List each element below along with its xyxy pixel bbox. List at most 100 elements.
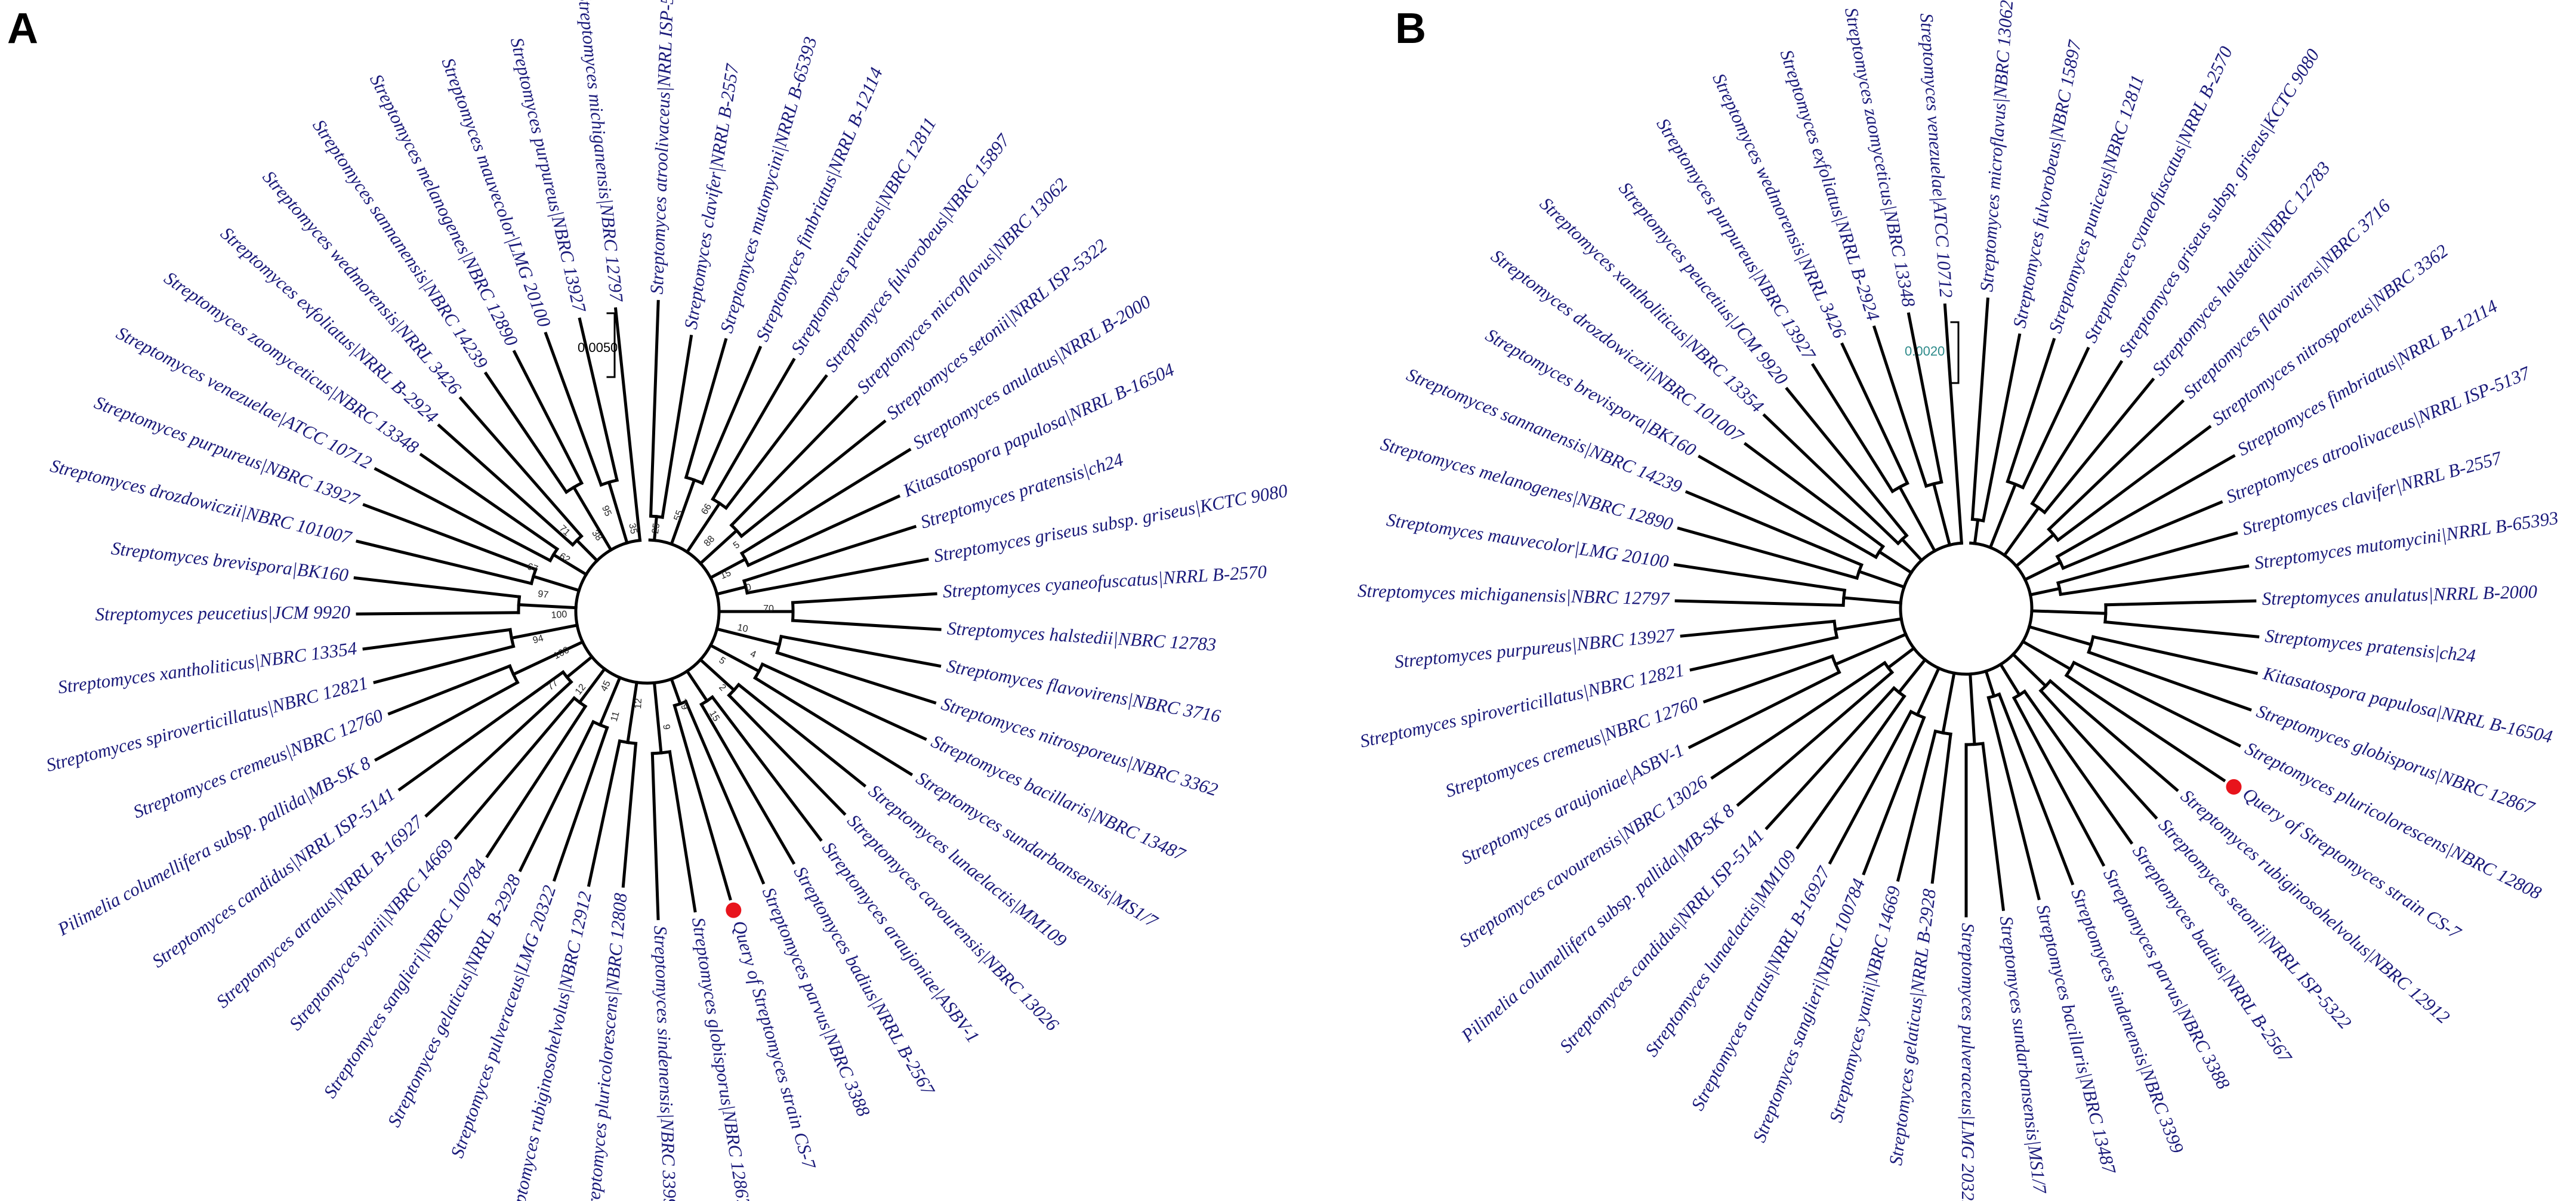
leaf-branch <box>552 725 609 882</box>
internal-branch <box>1886 646 1916 670</box>
bootstrap-value: 0 <box>745 582 752 593</box>
leaf-branch <box>419 452 560 551</box>
leaf-labels-a: Streptomyces atroolivaceus|NRRL ISP-5137… <box>44 0 1289 1201</box>
leaf-branch <box>736 683 867 788</box>
leaf-branch <box>1677 526 1859 580</box>
bootstrap-value: 35 <box>627 523 638 535</box>
bootstrap-value: 25 <box>650 523 662 535</box>
bootstrap-value: 9 <box>661 724 671 730</box>
internal-branch <box>1842 596 1903 605</box>
leaf-branch <box>587 739 622 887</box>
internal-branch <box>708 557 748 580</box>
internal-branch <box>575 538 600 563</box>
leaf-label: Streptomyces michiganensis|NBRC 12797 <box>1358 580 1670 609</box>
leaf-branch <box>2061 500 2223 570</box>
bootstrap-value: 77 <box>545 678 560 692</box>
leaf-label: Streptomyces atroolivaceus|NRRL ISP-5137 <box>646 0 678 295</box>
leaf-branch <box>356 539 533 585</box>
leaf-branch <box>1764 686 1896 830</box>
internal-branch <box>685 669 709 703</box>
leaf-branch <box>2042 377 2155 515</box>
leaf-branch <box>1698 455 1878 560</box>
bootstrap-value: 95 <box>600 504 613 518</box>
leaf-label: Streptomyces sundarbansensis|MS1/7 <box>1996 915 2051 1196</box>
bootstrap-value: 2 <box>717 683 728 693</box>
leaf-branch <box>374 467 553 563</box>
leaf-branch <box>2030 360 2124 506</box>
leaf-label: Streptomyces purpureus|NBRC 13927 <box>1393 624 1676 672</box>
leaf-branch <box>2022 689 2134 845</box>
leaf-branch <box>700 345 763 486</box>
leaf-label: Streptomyces brevispora|BK160 <box>110 538 350 585</box>
leaf-branch <box>729 394 859 527</box>
leaf-branch <box>752 675 914 777</box>
leaf-label: Streptomyces venezuelae|ATCC 10712 <box>1916 13 1957 298</box>
leaf-branch <box>353 576 522 599</box>
leaf-branch <box>2048 678 2179 792</box>
leaf-branch <box>724 374 828 510</box>
internal-branch <box>626 680 638 745</box>
internal-branch <box>1857 569 1906 589</box>
leaf-branch <box>779 634 942 668</box>
query-marker-b <box>2226 779 2242 795</box>
leaf-branch <box>2047 399 2185 532</box>
leaf-branch <box>2103 620 2260 638</box>
leaf-label: Streptomyces cyaneofuscatus|NRRL B-2570 <box>942 561 1268 601</box>
internal-branch <box>1898 484 1937 553</box>
internal-branch <box>685 501 722 554</box>
leaf-branch <box>2056 531 2238 585</box>
leaf-branch <box>775 650 937 705</box>
leaf-branch <box>1872 325 1929 488</box>
internal-branch <box>1969 672 1976 746</box>
bootstrap-value: 100 <box>551 609 567 620</box>
leaf-branch <box>1862 715 1926 876</box>
leaf-branch <box>1896 729 1938 882</box>
internal-branch <box>531 575 581 592</box>
bootstrap-value: 71 <box>557 523 572 538</box>
internal-branch <box>698 657 736 693</box>
leaf-branch <box>2064 673 2226 783</box>
leaf-branch <box>621 742 638 888</box>
leaf-label: Streptomyces anulatus|NRRL B-2000 <box>2262 581 2538 609</box>
leaf-branch <box>2087 650 2252 712</box>
leaf-branch <box>699 702 796 865</box>
internal-branch <box>1915 666 1941 717</box>
leaf-branch <box>1796 694 1906 850</box>
root-arc <box>1899 541 2034 676</box>
leaf-branch <box>437 423 575 547</box>
internal-branch <box>715 627 782 647</box>
leaf-branch <box>374 680 520 762</box>
leaf-branch <box>2056 425 2212 542</box>
leaf-branch <box>791 592 937 604</box>
panel-b-tree: B 0.0020 Streptomyces microflavus|NBRC 1… <box>1358 0 2560 1201</box>
internal-branch <box>577 666 607 705</box>
leaf-branch <box>661 334 693 519</box>
leaf-branch <box>2012 696 2106 867</box>
leaf-branch <box>1785 387 1909 538</box>
internal-branch <box>715 585 748 596</box>
internal-branch <box>511 640 585 677</box>
internal-branch <box>652 681 663 755</box>
leaf-label: Streptomyces drozdowiczii|NBRC 101007 <box>48 455 354 548</box>
leaf-branch <box>544 331 603 487</box>
leaf-branch <box>424 680 573 818</box>
leaf-label: Streptomyces rubiginosohelvolus|NBRC 129… <box>502 890 596 1201</box>
internal-branch <box>670 478 696 547</box>
leaf-branch <box>742 524 917 583</box>
internal-branch <box>708 643 761 674</box>
leaf-branch <box>397 669 566 792</box>
leaf-branch <box>1702 654 1834 704</box>
leaf-branch <box>1687 670 1841 749</box>
leaf-branch <box>458 396 584 539</box>
leaf-label: Streptomyces pratensis|ch24 <box>2264 625 2476 666</box>
internal-branch <box>1833 632 1908 666</box>
bootstrap-value: 5 <box>732 540 742 551</box>
leaf-branch <box>1930 732 1952 884</box>
leaf-branch <box>727 693 847 816</box>
bootstrap-value: 79 <box>677 698 690 712</box>
scale-bar-b: 0.0020 <box>1905 321 1960 384</box>
leaf-branch <box>760 662 927 741</box>
leaf-label: Streptomyces halstedii|NBRC 12783 <box>946 618 1217 655</box>
